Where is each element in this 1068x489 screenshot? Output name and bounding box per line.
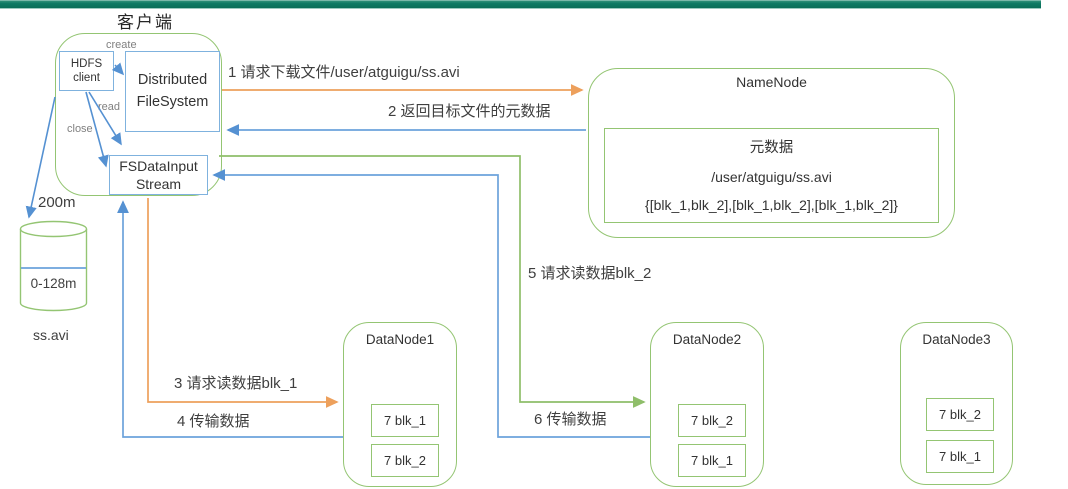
flow-step5-label: 5 请求读数据blk_2 [528,265,652,282]
file-name-label: ss.avi [33,327,69,343]
datanode3-block-2: 7 blk_1 [926,440,994,473]
flow-step1-label: 1 请求下载文件/user/atguigu/ss.avi [228,64,460,81]
flow-step2-label: 2 返回目标文件的元数据 [388,103,551,120]
datanode3-box: DataNode3 7 blk_2 7 blk_1 [900,322,1013,485]
datanode1-title: DataNode1 [365,332,435,347]
datanode1-block-2: 7 blk_2 [371,444,439,477]
flow-step3-label: 3 请求读数据blk_1 [174,375,298,392]
namenode-box [588,68,955,238]
file-cylinder-body [19,229,88,312]
top-accent-bar [0,0,1041,9]
datanode2-box: DataNode2 7 blk_2 7 blk_1 [650,322,764,487]
block-range-label: 0-128m [30,276,77,291]
datanode1-box: DataNode1 7 blk_1 7 blk_2 [343,322,457,487]
datanode3-block-1: 7 blk_2 [926,398,994,431]
flow-step4-arrow [117,200,343,438]
read-label: read [98,101,121,113]
datanode2-block-2: 7 blk_1 [678,444,746,477]
datanode2-title: DataNode2 [672,332,742,347]
file-size-label: 200m [38,194,76,211]
distributed-filesystem-box: Distributed FileSystem [125,51,220,132]
flow-step4-label: 4 传输数据 [177,413,250,430]
close-label: close [67,123,93,135]
flow-step6-label: 6 传输数据 [534,411,607,428]
fs-data-input-stream-box: FSDataInputStream [109,155,208,195]
metadata-title: 元数据 [749,140,794,156]
datanode2-block-1: 7 blk_2 [678,404,746,437]
file-cylinder-top [19,220,88,238]
metadata-box: 元数据 /user/atguigu/ss.avi {[blk_1,blk_2],… [604,128,939,223]
hdfs-client-box: HDFS client [59,51,114,91]
client-title: 客户端 [117,13,174,32]
create-label: create [106,39,137,51]
namenode-title: NameNode [736,74,807,90]
metadata-blocks: {[blk_1,blk_2],[blk_1,blk_2],[blk_1,blk_… [645,197,898,213]
datanode3-title: DataNode3 [922,332,991,347]
datanode1-block-1: 7 blk_1 [371,404,439,437]
metadata-path: /user/atguigu/ss.avi [711,169,832,185]
